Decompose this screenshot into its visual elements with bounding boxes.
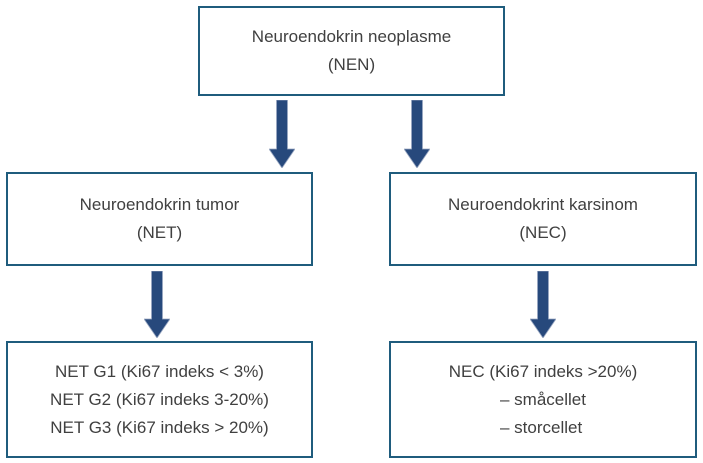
nec-cell-types: – småcellet – storcellet xyxy=(500,386,586,442)
node-nec-types: NEC (Ki67 indeks >20%) – småcellet – sto… xyxy=(389,341,697,458)
node-nen-label: Neuroendokrin neoplasme xyxy=(251,27,452,46)
node-net-label: Neuroendokrin tumor xyxy=(79,195,240,214)
node-net-grades: NET G1 (Ki67 indeks < 3%) NET G2 (Ki67 i… xyxy=(6,341,313,458)
arrow-down-nen-to-net-icon xyxy=(269,100,295,168)
node-nec-abbrev: (NEC) xyxy=(519,223,567,242)
net-grade-g3: NET G3 (Ki67 indeks > 20%) xyxy=(50,417,269,437)
nec-type-storcellet: – storcellet xyxy=(500,417,583,437)
nec-type-smacellet: – småcellet xyxy=(500,389,586,409)
net-grade-g1: NET G1 (Ki67 indeks < 3%) xyxy=(55,361,264,381)
node-nen: Neuroendokrin neoplasme (NEN) xyxy=(198,6,505,96)
arrow-down-net-to-grades-icon xyxy=(144,271,170,338)
node-nec-label: Neuroendokrint karsinom xyxy=(448,195,638,214)
net-grade-g2: NET G2 (Ki67 indeks 3-20%) xyxy=(50,389,269,409)
node-nec: Neuroendokrint karsinom (NEC) xyxy=(389,172,697,266)
node-net: Neuroendokrin tumor (NET) xyxy=(6,172,313,266)
node-net-abbrev: (NET) xyxy=(136,223,183,242)
arrow-down-nec-to-types-icon xyxy=(530,271,556,338)
arrow-down-nen-to-nec-icon xyxy=(404,100,430,168)
nec-ki67-label: NEC (Ki67 indeks >20%) xyxy=(448,361,638,381)
node-nen-abbrev: (NEN) xyxy=(327,55,376,74)
